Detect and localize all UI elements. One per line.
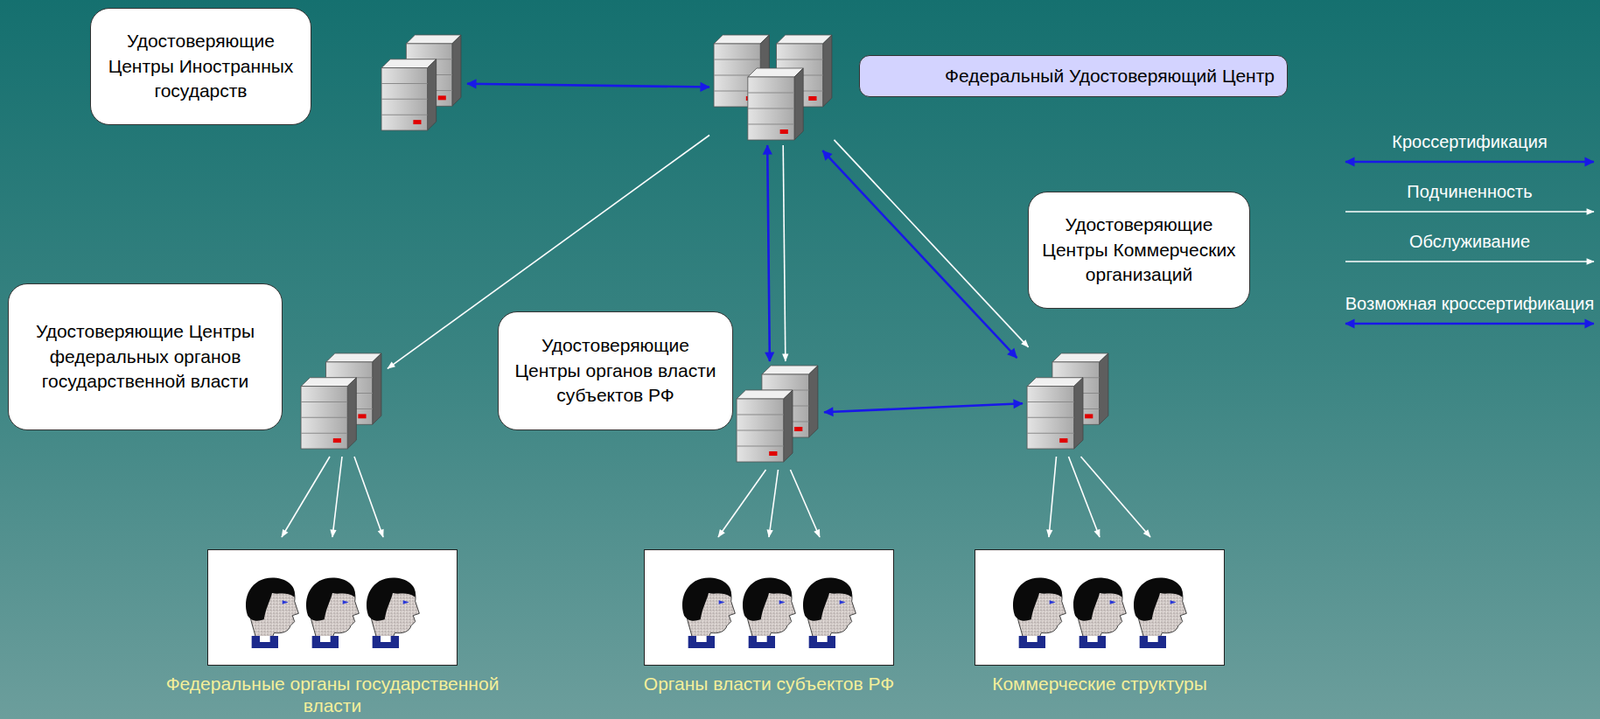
- legend-text: Возможная кроссертификация: [1341, 293, 1598, 315]
- certification-center: Федеральный Удостоверяющий Центр: [712, 33, 1288, 143]
- connector-line: [782, 145, 786, 362]
- callout-box: Удостоверяющие Центры органов власти суб…: [497, 311, 734, 431]
- server-icon: [712, 33, 838, 143]
- group-label: Коммерческие структуры: [922, 672, 1278, 695]
- callout-box: Удостоверяющие Центры федеральных органо…: [7, 283, 283, 431]
- connector-line: [332, 456, 343, 538]
- callout-box: Федеральный Удостоверяющий Центр: [859, 55, 1288, 98]
- people-box: [974, 549, 1225, 666]
- person-icon: [1068, 574, 1131, 649]
- person-icon: [738, 574, 800, 649]
- connector-line: [1345, 160, 1594, 164]
- connector-line: [1068, 456, 1101, 538]
- group-box: Коммерческие структуры: [974, 549, 1225, 710]
- person-icon: [798, 574, 860, 649]
- certification-center: Удостоверяющие Центры Иностранных госуда…: [90, 7, 465, 133]
- certification-center: Удостоверяющие Центры органов власти суб…: [497, 311, 822, 465]
- node-text: Удостоверяющие Центры Иностранных госуда…: [103, 28, 299, 104]
- legend-item: Обслуживание: [1341, 230, 1598, 271]
- connector-line: [718, 469, 767, 538]
- connector-line: [1345, 260, 1594, 263]
- server-icon: [734, 363, 822, 465]
- legend-text: Кроссертификация: [1341, 131, 1598, 154]
- person-icon: [241, 574, 303, 649]
- subordination-arrow: [281, 456, 384, 538]
- connector-line: [281, 456, 330, 538]
- connector-line: [767, 145, 770, 362]
- person-icon: [362, 574, 424, 649]
- connector-line: [467, 83, 710, 88]
- connector-line: [1048, 456, 1057, 538]
- group-box: Органы власти субъектов РФ: [643, 549, 895, 710]
- certification-center: Удостоверяющие Центры федеральных органо…: [7, 283, 385, 452]
- node-text: Удостоверяющие Центры Коммерческих орган…: [1041, 212, 1237, 287]
- legend: КроссертификацияПодчиненностьОбслуживани…: [1341, 131, 1598, 333]
- connector-line: [1345, 210, 1594, 213]
- server-icon: [379, 33, 465, 133]
- legend-item: Подчиненность: [1341, 181, 1598, 221]
- cross-certification-arrow: [467, 83, 710, 88]
- connector-line: [822, 150, 1017, 358]
- group-label: Органы власти субъектов РФ: [591, 672, 947, 695]
- cross-certification-arrow: [767, 145, 770, 362]
- server-icon: [299, 351, 385, 452]
- legend-line-sample: [1341, 153, 1598, 171]
- connector-line: [824, 403, 1023, 413]
- legend-text: Подчиненность: [1341, 181, 1598, 203]
- connector-line: [790, 469, 821, 538]
- person-icon: [1129, 574, 1191, 649]
- subordination-arrow: [782, 145, 786, 362]
- certification-center: Удостоверяющие Центры Коммерческих орган…: [1025, 191, 1251, 452]
- connector-line: [1345, 322, 1594, 326]
- subordination-arrow: [718, 469, 820, 538]
- cross-certification-arrow: [822, 150, 1017, 358]
- connector-line: [354, 456, 384, 538]
- legend-line-sample: [1341, 202, 1598, 221]
- legend-text: Обслуживание: [1341, 230, 1598, 253]
- group-box: Федеральные органы государственной власт…: [207, 549, 458, 710]
- legend-line-sample: [1341, 252, 1598, 271]
- node-text: Удостоверяющие Центры органов власти суб…: [510, 333, 720, 408]
- legend-line-sample: [1341, 314, 1598, 333]
- people-box: [643, 549, 895, 666]
- callout-box: Удостоверяющие Центры Иностранных госуда…: [90, 7, 312, 126]
- connector-line: [1081, 456, 1152, 538]
- server-icon: [1025, 351, 1112, 452]
- person-icon: [301, 574, 364, 649]
- callout-box: Удостоверяющие Центры Коммерческих орган…: [1027, 191, 1251, 309]
- cross-certification-arrow: [824, 403, 1023, 413]
- people-box: [207, 549, 458, 666]
- legend-item: Кроссертификация: [1341, 131, 1598, 171]
- connector-line: [833, 139, 1028, 348]
- group-label: Федеральные органы государственной власт…: [154, 672, 511, 717]
- person-icon: [1008, 574, 1070, 649]
- node-text: Федеральный Удостоверяющий Центр: [944, 63, 1275, 89]
- subordination-arrow: [833, 139, 1028, 348]
- legend-item: Возможная кроссертификация: [1341, 293, 1598, 333]
- connector-line: [768, 469, 779, 538]
- subordination-arrow: [1048, 456, 1151, 538]
- node-text: Удостоверяющие Центры федеральных органо…: [20, 319, 270, 394]
- person-icon: [677, 574, 740, 649]
